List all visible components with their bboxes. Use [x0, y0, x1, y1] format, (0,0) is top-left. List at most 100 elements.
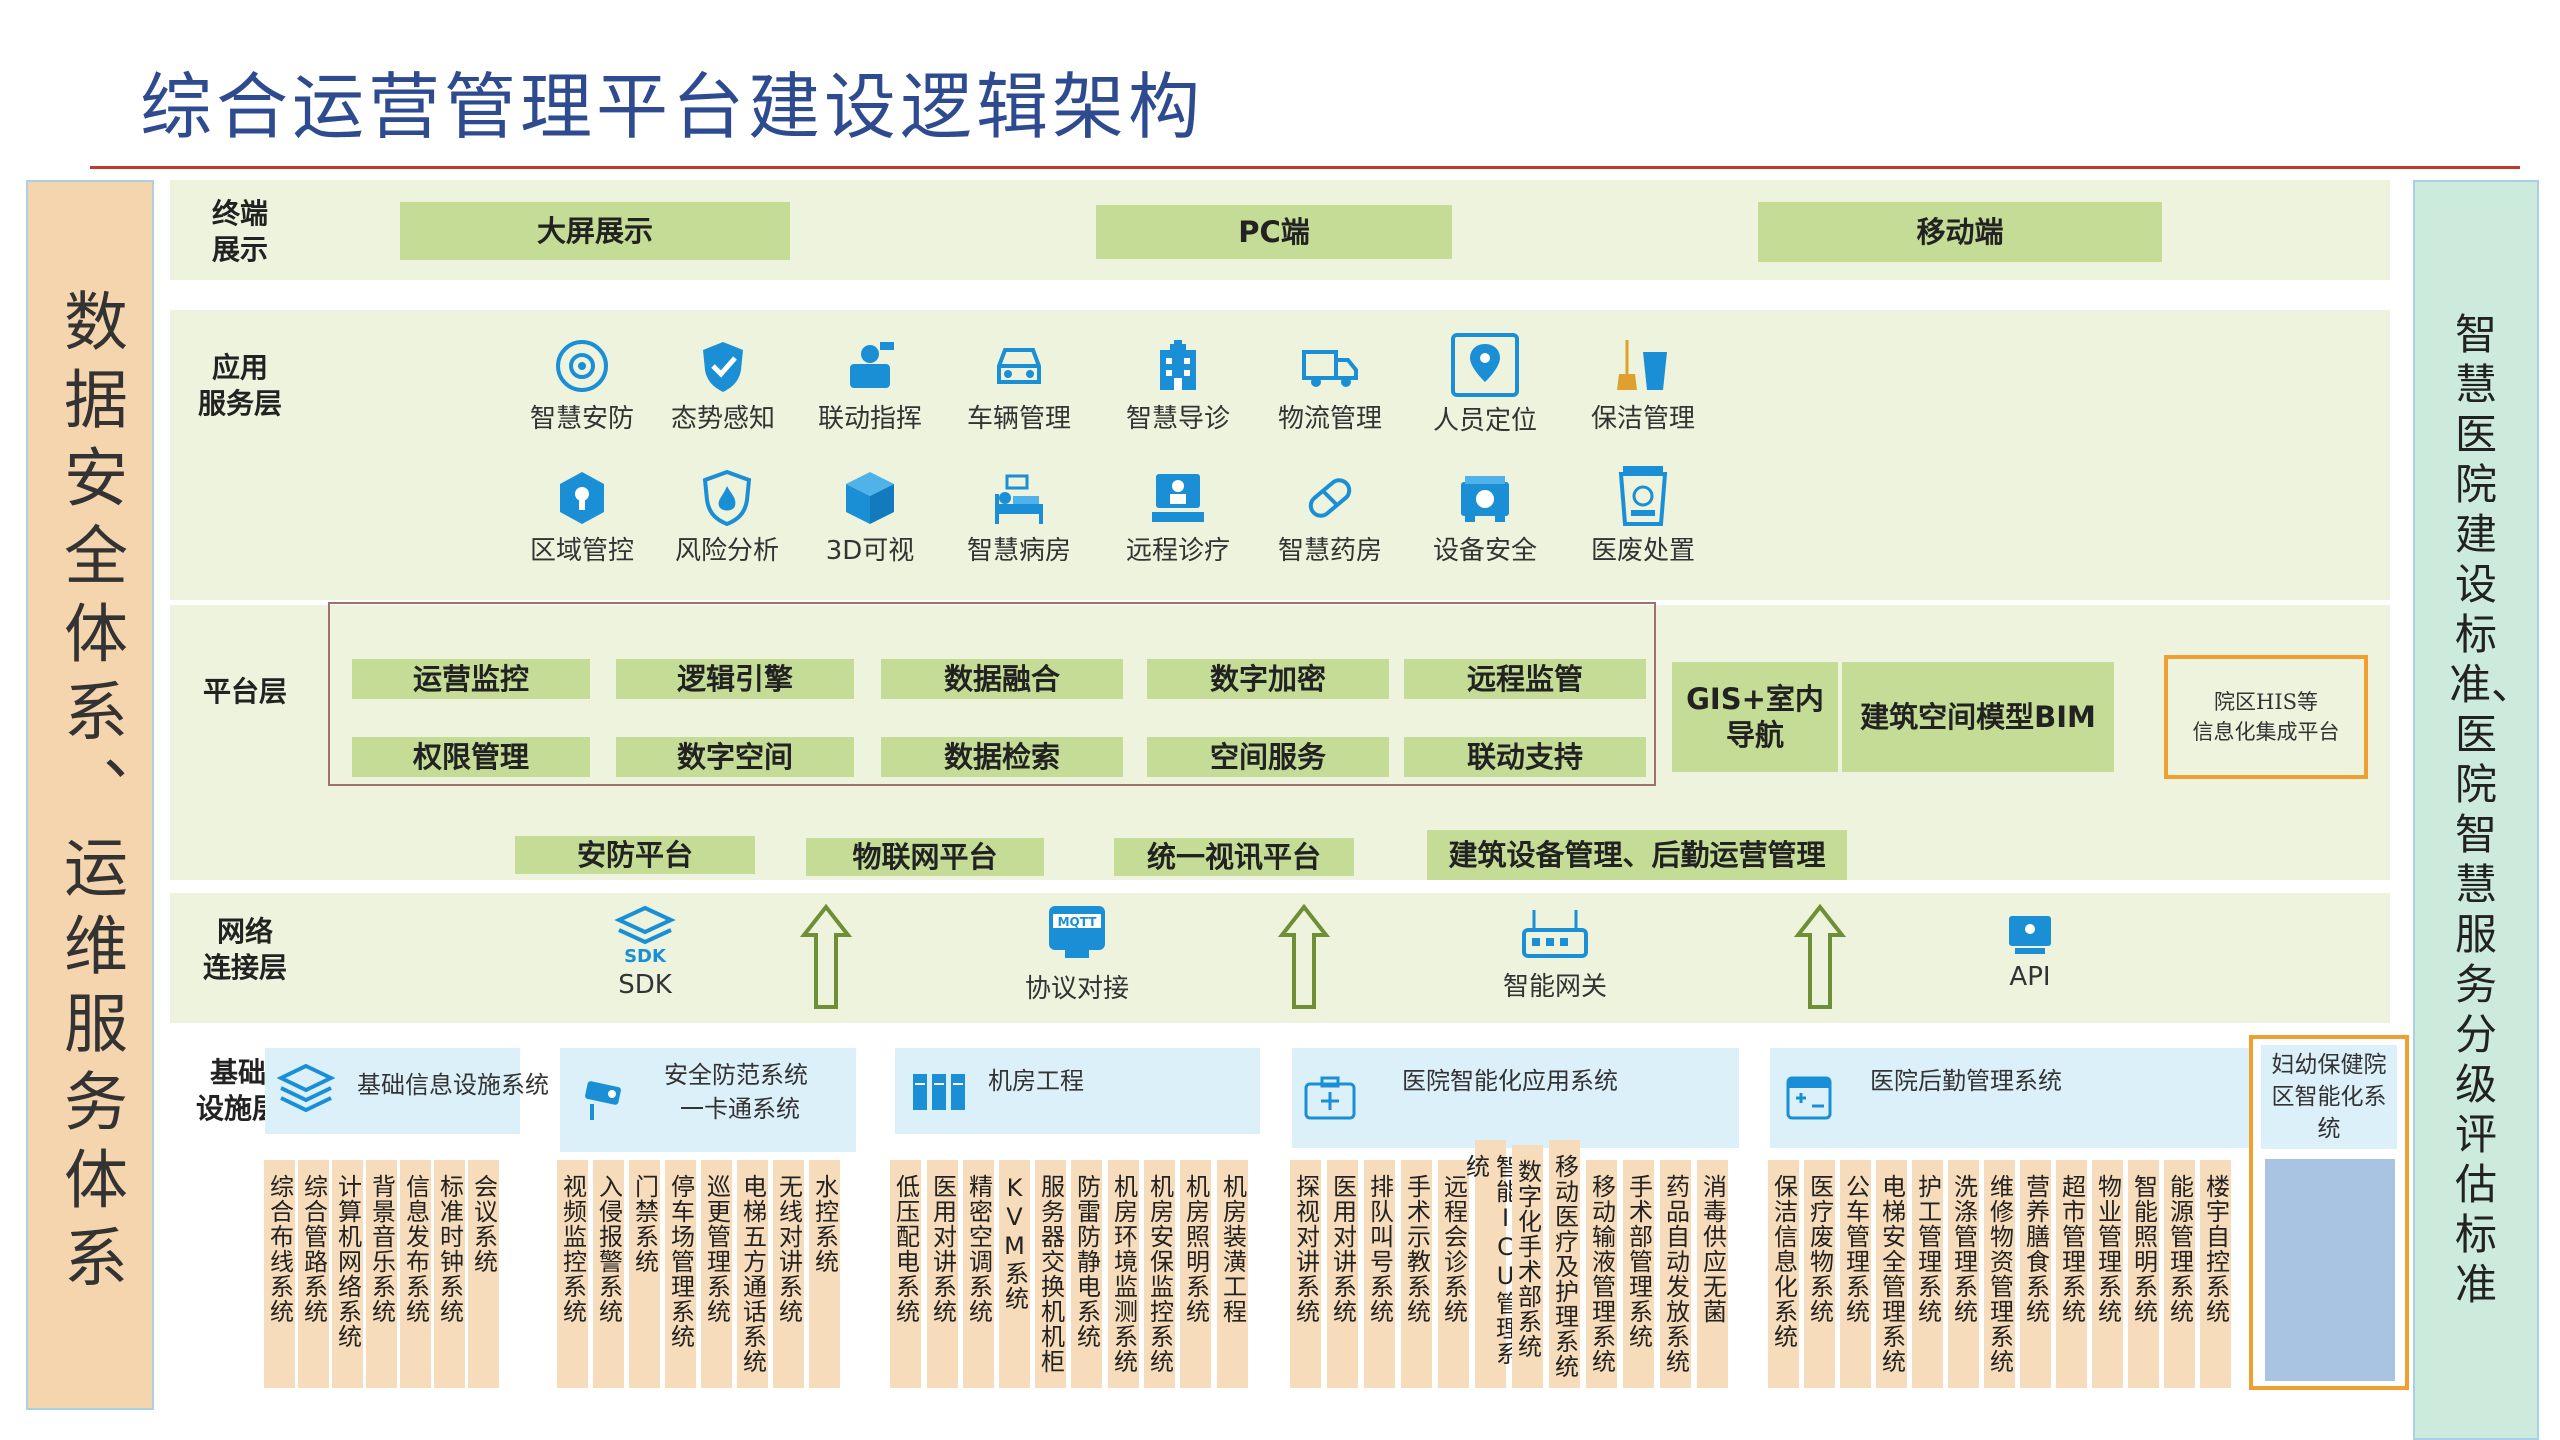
platform-bim: 建筑空间模型BIM [1842, 662, 2114, 772]
sdk-icon-text: SDK [624, 946, 667, 966]
infra-item: 机房安保监控系统 [1144, 1160, 1175, 1388]
right-panel-text: 智慧医院建设标准、医院智慧服务分级评估标准 [2449, 310, 2534, 1309]
infra-item: 标准时钟系统 [434, 1160, 465, 1388]
infra-item: 手术示教系统 [1401, 1160, 1432, 1388]
infra-item: 无线对讲系统 [773, 1160, 804, 1388]
infra-item: 门禁系统 [629, 1160, 660, 1388]
infra-item: 维修物资管理系统 [1984, 1160, 2015, 1388]
infra-item: 物业管理系统 [2092, 1160, 2123, 1388]
app-smart-security[interactable]: 智慧安防 [507, 336, 657, 451]
infra-category-logistics: 医院后勤管理系统 [1770, 1048, 2250, 1148]
up-arrow-icon [1277, 903, 1331, 1015]
layers-icon [277, 1063, 335, 1113]
left-panel-text: 数据安全体系、运维服务体系 [53, 288, 127, 1302]
infra-item: 会议系统 [468, 1160, 499, 1388]
infra-item: 公车管理系统 [1840, 1160, 1871, 1388]
maternal-title-line1: 妇幼保健院 [2271, 1052, 2387, 1078]
infra-item: 能源管理系统 [2164, 1160, 2195, 1388]
infra-item: 医疗废物系统 [1804, 1160, 1835, 1388]
app-layer-label: 应用 服务层 [190, 350, 290, 422]
infra-item: 电梯安全管理系统 [1876, 1160, 1907, 1388]
infra-item: 入侵报警系统 [593, 1160, 624, 1388]
infra-category-hospital-apps: 医院智能化应用系统 [1292, 1048, 1739, 1148]
app-vehicle-management[interactable]: 车辆管理 [944, 336, 1094, 451]
infra-item: 医用对讲系统 [1327, 1160, 1358, 1388]
app-layer-band [170, 310, 2390, 600]
truck-icon [1302, 350, 1358, 387]
infra-item: 机房照明系统 [1180, 1160, 1211, 1388]
infra-item: 数字化手术部系统 [1512, 1145, 1543, 1388]
sdk-stack-icon: SDK [614, 905, 676, 967]
platform-data-fusion: 数据融合 [881, 659, 1123, 699]
command-icon [850, 342, 894, 388]
app-linkage-command[interactable]: 联动指挥 [795, 336, 945, 451]
app-label: 3D可视 [825, 536, 915, 566]
app-label: 保洁管理 [1590, 404, 1695, 434]
terminal-item-pc: PC端 [1096, 205, 1452, 259]
app-smart-pharmacy[interactable]: 智慧药房 [1255, 468, 1405, 583]
app-risk-analysis[interactable]: 风险分析 [652, 468, 802, 583]
app-label: 设备安全 [1432, 536, 1537, 566]
fire-shield-icon [702, 469, 752, 527]
network-label-line1: 网络 [216, 915, 273, 948]
network-api[interactable]: API [1990, 912, 2070, 992]
network-label: 智能网关 [1502, 972, 1607, 1002]
machine-icon [1461, 476, 1509, 522]
infra-category-maternal-child: 妇幼保健院 区智能化系 统 [2249, 1035, 2409, 1390]
platform-linkage-support: 联动支持 [1404, 737, 1646, 777]
network-protocol[interactable]: MQTT 协议对接 [1012, 900, 1142, 1005]
infra-item: 医用对讲系统 [927, 1160, 958, 1388]
his-line2: 信息化集成平台 [2192, 720, 2340, 744]
infra-item: 低压配电系统 [890, 1160, 921, 1388]
platform-data-retrieval: 数据检索 [881, 737, 1123, 777]
terminal-label-line2: 展示 [211, 233, 268, 266]
cctv-icon [585, 1081, 621, 1120]
infra-item: 楼宇自控系统 [2200, 1160, 2231, 1388]
app-label: 智慧安防 [529, 404, 634, 434]
terminal-layer-label: 终端 展示 [195, 196, 285, 268]
server-icon [913, 1074, 965, 1110]
infra-category-machine-room: 机房工程 [895, 1048, 1260, 1134]
app-cleaning-management[interactable]: 保洁管理 [1568, 336, 1718, 451]
platform-operation-monitor: 运营监控 [352, 659, 590, 699]
app-label-line1: 应用 [211, 351, 268, 384]
infra-item: 远程会诊系统 [1438, 1160, 1469, 1388]
platform-digital-space: 数字空间 [616, 737, 854, 777]
infra-item: 消毒供应无菌 [1697, 1160, 1728, 1388]
platform-remote-supervision: 远程监管 [1404, 659, 1646, 699]
infra-item: 智能照明系统 [2128, 1160, 2159, 1388]
terminal-item-large-screen: 大屏展示 [400, 202, 790, 260]
infra-item: 护工管理系统 [1912, 1160, 1943, 1388]
medical-waste-icon [1618, 466, 1668, 526]
infra-item: 综合布线系统 [264, 1160, 295, 1388]
infra-item: 移动输液管理系统 [1586, 1160, 1617, 1388]
infra-category-basic-info: 基础信息设施系统 [265, 1048, 549, 1134]
left-side-panel: 数据安全体系、运维服务体系 [26, 180, 154, 1410]
app-situation-awareness[interactable]: 态势感知 [648, 336, 798, 451]
app-remote-diagnosis[interactable]: 远程诊疗 [1103, 468, 1253, 583]
pill-icon [1308, 478, 1352, 518]
infra-item: 排队叫号系统 [1364, 1160, 1395, 1388]
app-personnel-location[interactable]: 人员定位 [1410, 332, 1560, 447]
app-equipment-safety[interactable]: 设备安全 [1410, 468, 1560, 583]
infra-item: 背景音乐系统 [366, 1160, 397, 1388]
app-medical-waste[interactable]: 医废处置 [1568, 462, 1718, 577]
category-title: 基础信息设施系统 [357, 1071, 549, 1099]
logistics-icon [1786, 1076, 1832, 1120]
app-label: 医废处置 [1590, 536, 1695, 566]
cleaning-icon [1617, 340, 1667, 390]
app-logistics[interactable]: 物流管理 [1255, 336, 1405, 451]
app-smart-guidance[interactable]: 智慧导诊 [1103, 336, 1253, 451]
sub-platform-security: 安防平台 [515, 836, 755, 874]
app-3d-visual[interactable]: 3D可视 [795, 468, 945, 583]
category-title-line1: 安全防范系统 [664, 1061, 808, 1089]
app-area-control[interactable]: 区域管控 [507, 468, 657, 583]
infra-item: 手术部管理系统 [1623, 1160, 1654, 1388]
network-sdk[interactable]: SDK SDK [600, 902, 690, 1000]
app-label: 远程诊疗 [1125, 536, 1230, 566]
app-label: 车辆管理 [966, 404, 1071, 434]
category-title: 机房工程 [988, 1067, 1084, 1095]
app-label: 智慧病房 [966, 536, 1071, 566]
app-smart-ward[interactable]: 智慧病房 [944, 468, 1094, 583]
network-gateway[interactable]: 智能网关 [1490, 906, 1620, 1003]
